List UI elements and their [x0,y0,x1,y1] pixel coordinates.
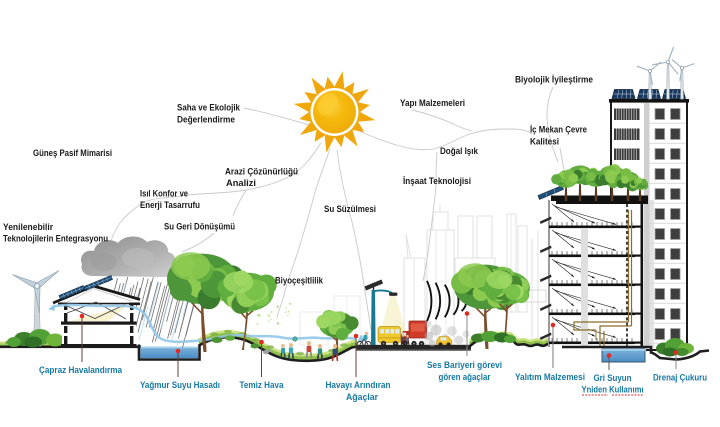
svg-text:Isıl Konfor ve: Isıl Konfor ve [140,189,188,199]
svg-text:Analizi: Analizi [226,178,256,188]
svg-text:Drenaj Çukuru: Drenaj Çukuru [653,373,707,383]
svg-text:Biyolojik İyileştirme: Biyolojik İyileştirme [515,75,593,85]
svg-text:Yniden Kullanımı: Yniden Kullanımı [582,385,644,395]
svg-text:Ses Bariyeri görevi: Ses Bariyeri görevi [427,360,502,370]
svg-text:Su Geri Dönüşümü: Su Geri Dönüşümü [164,222,235,232]
svg-text:Doğal Işık: Doğal Işık [440,146,479,156]
svg-text:Değerlendirme: Değerlendirme [177,115,235,125]
svg-text:Saha ve Ekolojik: Saha ve Ekolojik [177,103,241,113]
svg-text:İnşaat Teknolojisi: İnşaat Teknolojisi [403,176,471,186]
svg-text:Gri Suyun: Gri Suyun [594,373,632,383]
svg-text:Yalıtım Malzemesi: Yalıtım Malzemesi [515,372,585,382]
svg-text:gören ağaçlar: gören ağaçlar [439,372,491,382]
svg-text:Yenilenebilir: Yenilenebilir [3,222,53,232]
svg-text:Güneş Pasif Mimarisi: Güneş Pasif Mimarisi [33,148,112,158]
svg-text:Temiz Hava: Temiz Hava [240,380,285,390]
svg-text:Çapraz Havalandırma: Çapraz Havalandırma [39,365,123,375]
svg-text:Ağaçlar: Ağaçlar [346,392,378,402]
svg-text:Arazi Çözünürlüğü: Arazi Çözünürlüğü [225,167,298,177]
svg-text:Kalitesi: Kalitesi [530,137,559,147]
svg-text:Yapı Malzemeleri: Yapı Malzemeleri [400,98,465,108]
svg-text:Enerji Tasarrufu: Enerji Tasarrufu [140,200,200,210]
svg-text:İç Mekan Çevre: İç Mekan Çevre [530,125,587,135]
svg-text:Teknolojilerin Entegrasyonu: Teknolojilerin Entegrasyonu [3,234,108,244]
svg-text:Biyoçeşitlilik: Biyoçeşitlilik [275,276,324,286]
svg-text:Havayı Arındıran: Havayı Arındıran [326,380,391,390]
svg-text:Su Süzülmesi: Su Süzülmesi [324,204,376,214]
svg-text:Yağmur Suyu Hasadı: Yağmur Suyu Hasadı [140,380,220,390]
